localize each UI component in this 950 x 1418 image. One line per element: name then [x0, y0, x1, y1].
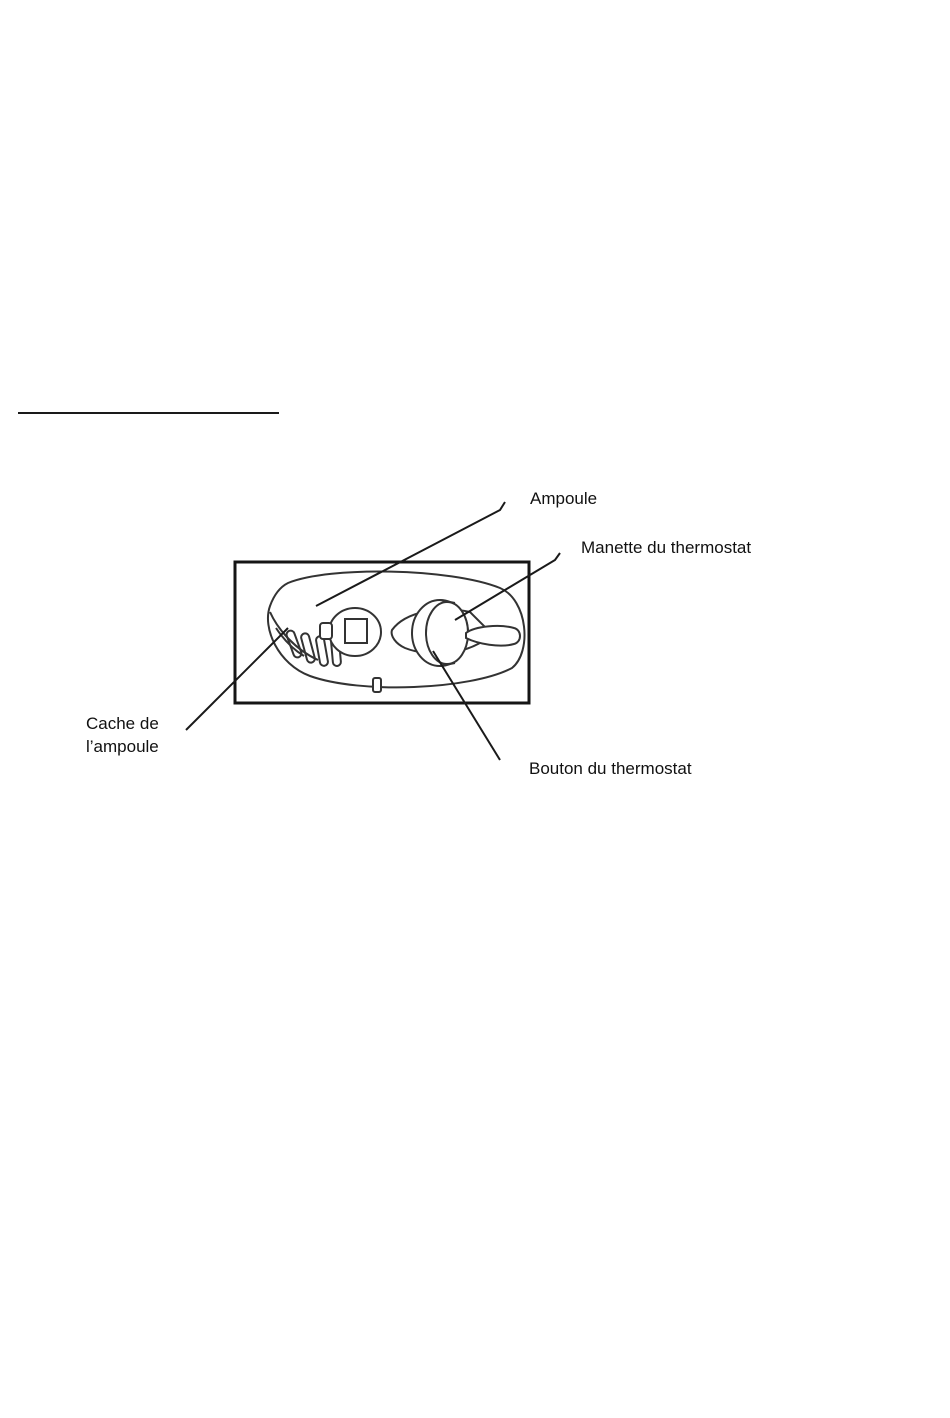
thermostat-knob	[412, 600, 468, 666]
label-cache-ampoule-line1: Cache de	[86, 712, 159, 735]
leader-cache	[186, 628, 288, 730]
label-cache-ampoule-line2: l’ampoule	[86, 735, 159, 758]
label-ampoule: Ampoule	[530, 487, 597, 510]
label-manette-thermostat: Manette du thermostat	[581, 536, 751, 559]
label-bouton-thermostat: Bouton du thermostat	[529, 757, 692, 780]
bottom-stub	[373, 678, 381, 692]
